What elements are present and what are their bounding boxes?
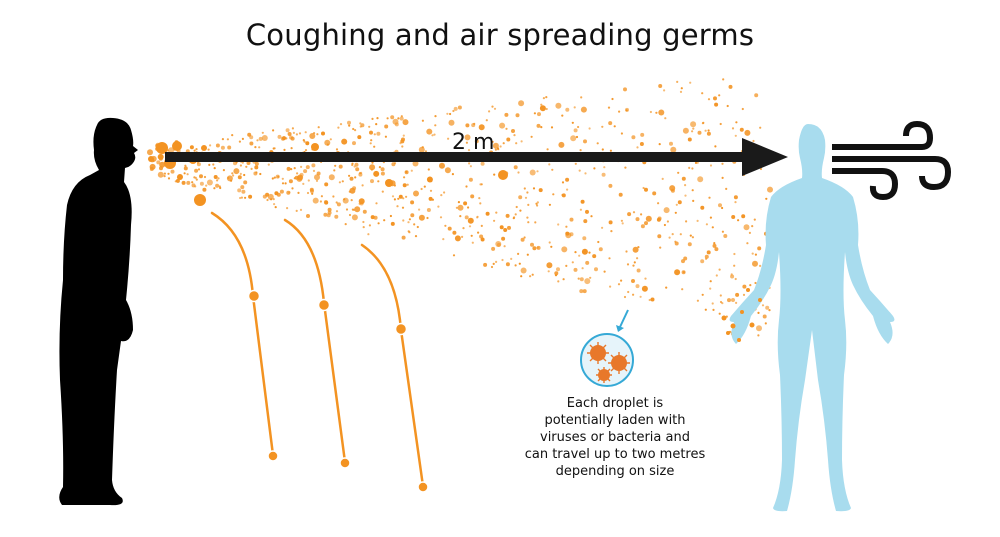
caption-line: potentially laden with: [544, 413, 686, 428]
coughing-person-silhouette: [59, 117, 138, 506]
page-title: Coughing and air spreading germs: [245, 18, 755, 52]
caption-line: Each droplet is: [566, 396, 664, 411]
caption-line: depending on size: [555, 464, 675, 479]
distance-label: 2 m: [452, 130, 495, 155]
falling-droplets: [210, 211, 425, 488]
wind-icon: [832, 120, 952, 201]
caption-line: can travel up to two metres: [524, 447, 706, 462]
falling-droplet-dots: [247, 289, 429, 493]
hand-droplets: [721, 288, 762, 342]
pointer-arrow: [616, 309, 629, 332]
caption-line: viruses or bacteria and: [540, 430, 690, 445]
droplet-caption: Each droplet is potentially laden with v…: [510, 395, 720, 480]
distance-arrow: [165, 138, 788, 176]
exposed-person-silhouette: [729, 124, 895, 512]
droplet-magnifier-icon: [580, 333, 634, 387]
droplet-cloud: [147, 78, 773, 337]
